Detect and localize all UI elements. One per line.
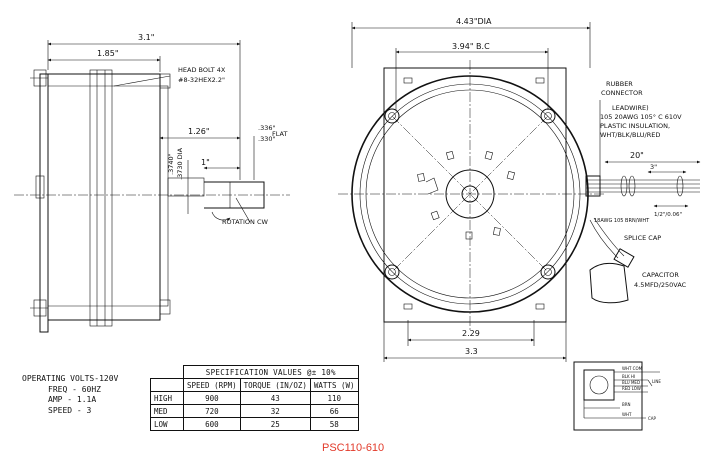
schematic-high: BLK HI	[622, 374, 635, 379]
operating-amp: AMP - 1.1A	[48, 395, 97, 404]
table-row: LOW 600 25 58	[150, 417, 359, 431]
dim-shaft-dia-upper: .3740"	[167, 153, 175, 175]
dim-shaft-dia-lower: .3730 DIA	[176, 147, 184, 180]
spec-header-speed: SPEED (RPM)	[183, 378, 241, 392]
front-view	[338, 22, 701, 362]
row-watts: 66	[309, 404, 359, 418]
row-watts: 58	[309, 417, 359, 431]
dim-lead-end: 3"	[650, 163, 657, 171]
rubber-connector-label-2: CONNECTOR	[601, 89, 643, 97]
table-row: MED 720 32 66	[150, 404, 359, 418]
spec-table: SPECIFICATION VALUES @± 10% SPEED (RPM) …	[150, 365, 359, 431]
motor-body	[47, 73, 161, 321]
schematic-com: WHT COM	[622, 366, 643, 371]
lead-wires	[585, 100, 701, 304]
mount-plate	[383, 67, 567, 323]
row-speed: 600	[183, 417, 241, 431]
front-dimension-labels: 4.43"DIA 3.94" B.C 2.29 3.3 RUBBER CONNE…	[452, 17, 687, 356]
dim-flat-length: 1"	[201, 158, 210, 167]
schematic-brn: BRN	[622, 402, 631, 407]
dim-body-length: 1.85"	[97, 49, 119, 58]
bolt-bottom-left	[384, 264, 400, 280]
row-label: LOW	[150, 417, 184, 431]
dim-outer-dia: 4.43"DIA	[456, 17, 492, 26]
bolt-bottom-right	[540, 264, 556, 280]
leadwire-label-2: 105 20AWG 105° C 610V	[600, 113, 682, 121]
dim-flat-upper: .336"	[258, 124, 275, 132]
operating-specs: OPERATING VOLTS-120V FREQ - 60HZ AMP - 1…	[22, 374, 118, 416]
head-bolt-label-2: #8-32HEX2.2"	[178, 76, 225, 84]
dim-overall-length: 3.1"	[138, 33, 154, 42]
wiring-schematic: WHT COM LINE BLK HI BLU MED RED LOW BRN …	[573, 361, 661, 431]
dim-lead-length: 20"	[630, 151, 644, 160]
rotation-arrow	[211, 211, 231, 221]
splice-cap	[613, 248, 635, 268]
side-view	[14, 40, 290, 333]
operating-volts: OPERATING VOLTS-120V	[22, 374, 119, 383]
shaft-hub	[167, 177, 205, 197]
row-watts: 110	[309, 391, 359, 405]
rubber-connector	[585, 175, 601, 197]
row-torque: 32	[239, 404, 311, 418]
schematic-line: LINE	[652, 379, 661, 384]
schematic-low: RED LOW	[622, 386, 641, 391]
model-number: PSC110-610	[322, 442, 385, 454]
dim-strip-length: 1/2"/0.06"	[654, 212, 682, 218]
row-torque: 25	[239, 417, 311, 431]
vent-slots	[417, 150, 516, 240]
dim-bolt-circle: 3.94" B.C	[452, 42, 490, 51]
leadwire-label-1: LEADWIRE)	[612, 104, 649, 112]
capacitor-label-1: CAPACITOR	[642, 271, 679, 279]
capacitor	[589, 262, 629, 304]
row-speed: 900	[183, 391, 241, 405]
spec-header-watts: WATTS (W)	[309, 378, 359, 392]
head-bolt-label-1: HEAD BOLT 4X	[178, 66, 226, 74]
capacitor-label-2: 4.5MFD/250VAC	[634, 281, 687, 289]
dim-mount-outer: 3.3	[465, 347, 478, 356]
bolt-top-right	[540, 108, 556, 124]
schematic-cap: CAP	[648, 416, 657, 421]
operating-speed: SPEED - 3	[48, 405, 92, 415]
table-row: HIGH 900 43 110	[150, 391, 359, 405]
rubber-connector-label-1: RUBBER	[606, 80, 633, 88]
spec-header-torque: TORQUE (IN/OZ)	[239, 378, 311, 392]
rotation-label: ROTATION CW	[222, 218, 269, 226]
dim-shaft-length: 1.26"	[188, 127, 210, 136]
row-label: HIGH	[150, 391, 184, 405]
stator-band	[89, 69, 113, 327]
dim-flat-lower: .330"	[258, 135, 275, 143]
dim-flat-label: FLAT	[272, 130, 287, 138]
leadwire-label-4: WHT/BLK/BLU/RED	[600, 131, 660, 139]
motor-symbol	[583, 369, 615, 401]
operating-freq: FREQ - 60HZ	[48, 384, 101, 394]
spec-table-title: SPECIFICATION VALUES @± 10%	[183, 365, 359, 379]
leadwire-label-3: PLASTIC INSULATION,	[600, 122, 670, 130]
bolt-top-left	[384, 108, 400, 124]
schematic-wht: WHT	[622, 412, 632, 417]
side-dimension-labels: 3.1" 1.85" 1.26" 1" .336" .330" FLAT .37…	[97, 33, 287, 226]
row-label: MED	[150, 404, 184, 418]
row-speed: 720	[183, 404, 241, 418]
row-torque: 43	[239, 391, 311, 405]
wire-awg-label: 18AWG 105 BRN/WHT	[594, 218, 650, 224]
dim-mount-inner: 2.29	[462, 329, 480, 338]
mount-bracket	[39, 73, 49, 333]
schematic-med: BLU MED	[622, 380, 640, 385]
splice-cap-label: SPLICE CAP	[624, 234, 661, 242]
